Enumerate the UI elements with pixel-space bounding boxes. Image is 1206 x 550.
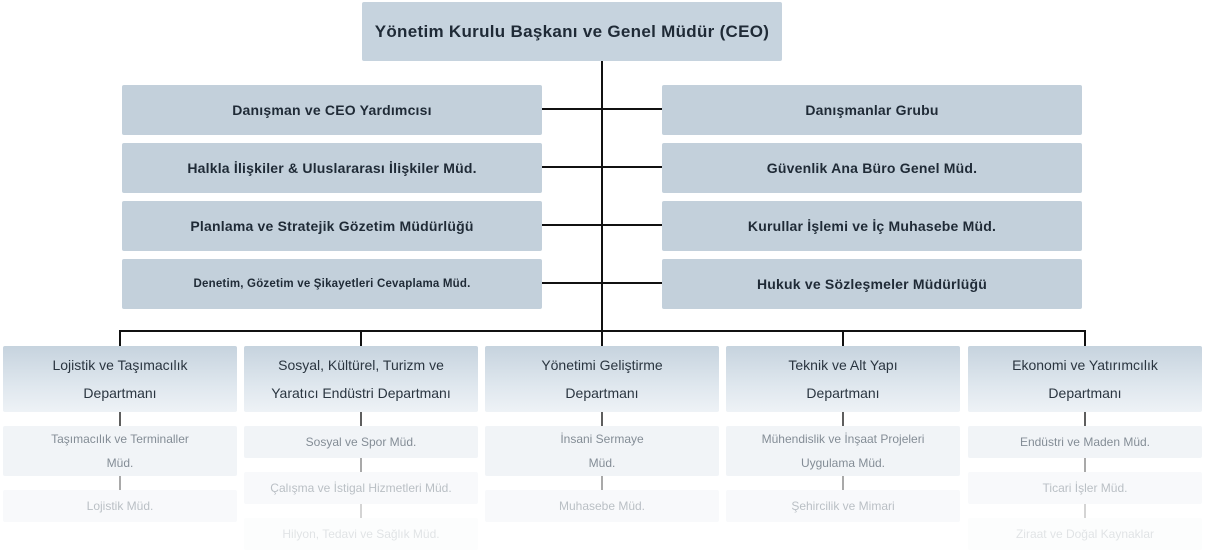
ceo-title: Yönetim Kurulu Başkanı ve Genel Müdür (C… [374,21,770,41]
department-social-culture: Sosyal, Kültürel, Turizm ve Yaratıcı End… [244,346,478,412]
sub-unit-box: Çalışma ve İstigal Hizmetleri Müd. [244,472,478,504]
sub-unit-label-line2: Uygulama Müd. [800,456,886,470]
dept-drop-5 [1084,330,1086,347]
sub-unit-connector [360,504,362,518]
right-unit-label: Hukuk ve Sözleşmeler Müdürlüğü [756,276,988,292]
right-unit-label: Danışmanlar Grubu [805,102,939,118]
sub-unit-connector [842,412,844,426]
sub-unit-label-line1: Sosyal ve Spor Müd. [305,435,417,449]
dept-drop-1 [119,330,121,347]
left-unit-label: Halkla İlişkiler & Uluslararası İlişkile… [187,160,477,176]
left-unit-2: Halkla İlişkiler & Uluslararası İlişkile… [122,143,542,193]
sub-unit-label-line1: Çalışma ve İstigal Hizmetleri Müd. [270,481,452,495]
department-name-line2: Yaratıcı Endüstri Departmanı [271,385,451,401]
sub-unit-label-line1: Hilyon, Tedavi ve Sağlık Müd. [282,527,440,541]
sub-unit-label-line2: Müd. [106,456,134,470]
department-name-line1: Teknik ve Alt Yapı [788,357,898,373]
sub-unit-connector [842,476,844,490]
dept-drop-3 [601,330,603,347]
sub-unit-connector [1084,504,1086,518]
sub-unit-label-line1: Lojistik Müd. [86,499,154,513]
left-unit-1: Danışman ve CEO Yardımcısı [122,85,542,135]
department-name-line2: Departmanı [565,385,639,401]
department-name-line2: Departmanı [806,385,880,401]
sub-unit-label-line1: Şehircilik ve Mimari [791,499,895,513]
left-branch-3 [542,224,602,226]
department-name-line1: Sosyal, Kültürel, Turizm ve [278,357,444,373]
left-unit-label: Denetim, Gözetim ve Şikayetleri Cevaplam… [193,278,471,290]
sub-unit-box: Ticari İşler Müd. [968,472,1202,504]
ceo-box: Yönetim Kurulu Başkanı ve Genel Müdür (C… [362,2,782,61]
sub-unit-label-line1: Mühendislik ve İnşaat Projeleri [761,432,925,446]
sub-unit-connector [1084,412,1086,426]
right-unit-label: Güvenlik Ana Büro Genel Müd. [766,160,978,176]
sub-unit-connector [360,458,362,472]
department-technical-infrastructure: Teknik ve Alt Yapı Departmanı [726,346,960,412]
right-branch-3 [602,224,662,226]
department-logistics: Lojistik ve Taşımacılık Departmanı [3,346,237,412]
department-name-line1: Ekonomi ve Yatırımcılık [1012,357,1158,373]
right-unit-1: Danışmanlar Grubu [662,85,1082,135]
department-management-development: Yönetimi Geliştirme Departmanı [485,346,719,412]
sub-unit-label-line1: Muhasebe Müd. [558,499,646,513]
sub-unit-label-line1: Ziraat ve Doğal Kaynaklar [1015,527,1155,541]
sub-unit-connector [1084,458,1086,472]
sub-unit-label-line1: Endüstri ve Maden Müd. [1019,435,1151,449]
sub-unit-box: Muhasebe Müd. [485,490,719,522]
right-unit-3: Kurullar İşlemi ve İç Muhasebe Müd. [662,201,1082,251]
department-name-line2: Departmanı [1048,385,1122,401]
dept-drop-4 [842,330,844,347]
left-unit-label: Planlama ve Stratejik Gözetim Müdürlüğü [190,218,474,234]
right-unit-2: Güvenlik Ana Büro Genel Müd. [662,143,1082,193]
left-unit-3: Planlama ve Stratejik Gözetim Müdürlüğü [122,201,542,251]
right-unit-label: Kurullar İşlemi ve İç Muhasebe Müd. [747,218,997,234]
department-name-line1: Lojistik ve Taşımacılık [52,357,188,373]
right-branch-2 [602,166,662,168]
left-unit-4: Denetim, Gözetim ve Şikayetleri Cevaplam… [122,259,542,309]
sub-unit-label-line2: Müd. [588,456,616,470]
left-branch-1 [542,108,602,110]
sub-unit-box: Hilyon, Tedavi ve Sağlık Müd. [244,518,478,550]
left-unit-label: Danışman ve CEO Yardımcısı [232,102,432,118]
sub-unit-box: Ziraat ve Doğal Kaynaklar [968,518,1202,550]
sub-unit-connector [119,476,121,490]
sub-unit-connector [601,476,603,490]
sub-unit-box: Şehircilik ve Mimari [726,490,960,522]
sub-unit-connector [119,412,121,426]
sub-unit-box: Endüstri ve Maden Müd. [968,426,1202,458]
department-economy-investment: Ekonomi ve Yatırımcılık Departmanı [968,346,1202,412]
sub-unit-connector [601,412,603,426]
right-branch-1 [602,108,662,110]
dept-drop-2 [360,330,362,347]
sub-unit-label-line1: Taşımacılık ve Terminaller [51,432,189,446]
sub-unit-label-line1: İnsani Sermaye [560,432,644,446]
sub-unit-box: Sosyal ve Spor Müd. [244,426,478,458]
right-branch-4 [602,282,662,284]
sub-unit-column: Endüstri ve Maden Müd. Ticari İşler Müd. Z… [968,412,1202,550]
department-name-line1: Yönetimi Geliştirme [541,357,663,373]
sub-unit-box: Lojistik Müd. [3,490,237,522]
left-branch-2 [542,166,602,168]
ceo-trunk-line [601,61,603,332]
department-name-line2: Departmanı [83,385,157,401]
sub-unit-connector [360,412,362,426]
right-unit-4: Hukuk ve Sözleşmeler Müdürlüğü [662,259,1082,309]
sub-unit-column: Sosyal ve Spor Müd. Çalışma ve İstigal Hi… [244,412,478,550]
sub-unit-label-line1: Ticari İşler Müd. [1042,481,1128,495]
left-branch-4 [542,282,602,284]
